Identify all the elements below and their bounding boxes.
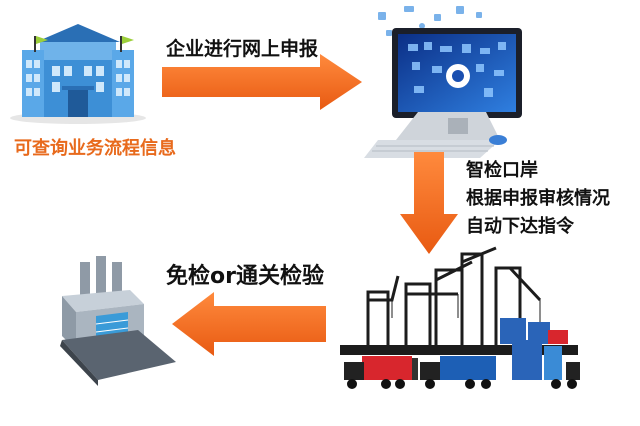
arrow-down-right — [400, 152, 458, 254]
smart-port-line: 根据申报审核情况 — [466, 188, 610, 209]
smart-port-line: 自动下达指令 — [466, 216, 574, 237]
enterprise-online-declaration-label: 企业进行网上申报 — [166, 38, 319, 60]
arrow-right-top — [162, 54, 362, 110]
computer-icon — [364, 6, 522, 158]
port-crane-icon — [340, 246, 580, 389]
factory-icon — [60, 256, 176, 386]
query-process-info-label: 可查询业务流程信息 — [14, 138, 176, 159]
arrow-left-bottom — [172, 292, 326, 356]
exempt-or-clearance-label: 免检or通关检验 — [166, 264, 324, 289]
smart-port-line: 智检口岸 — [466, 160, 538, 181]
smart-port-instruction-label: 智检口岸 根据申报审核情况 自动下达指令 — [466, 157, 610, 241]
office-building-icon — [10, 24, 146, 124]
